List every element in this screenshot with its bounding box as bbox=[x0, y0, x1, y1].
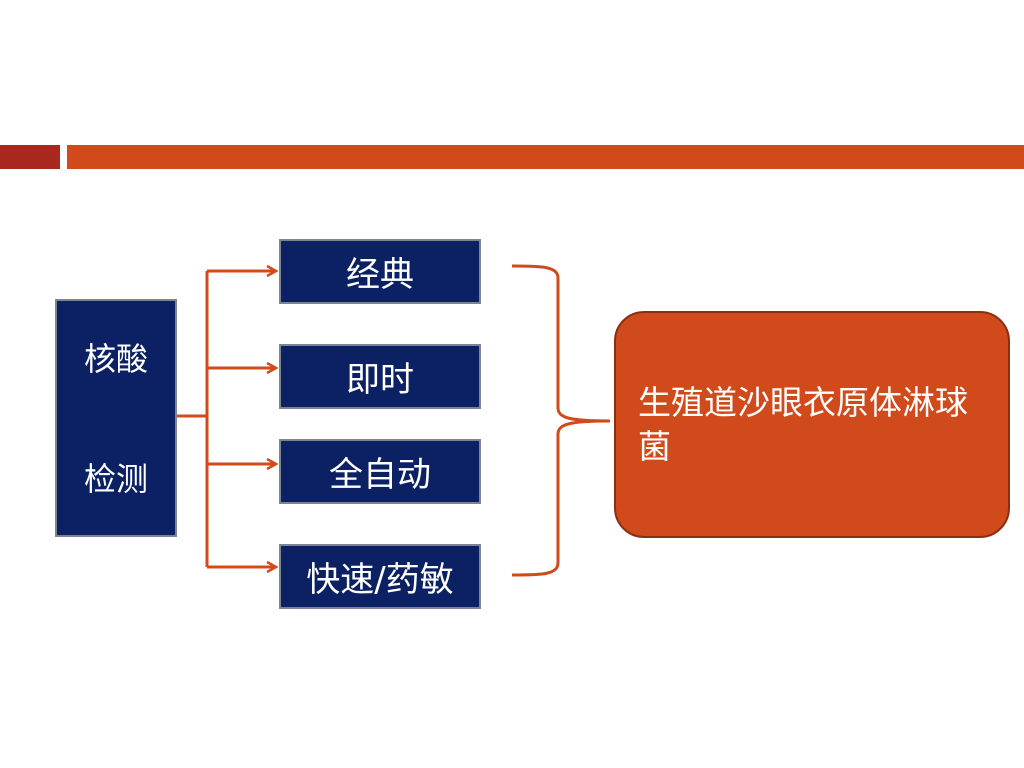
target-pathogens-label: 生殖道沙眼衣原体淋球菌 bbox=[638, 382, 968, 466]
target-pathogens-box: 生殖道沙眼衣原体淋球菌 bbox=[614, 311, 1010, 538]
type-box-classic: 经典 bbox=[279, 239, 481, 304]
type-box-point-of-care: 即时 bbox=[279, 344, 481, 409]
type-box-automated: 全自动 bbox=[279, 439, 481, 504]
type-box-rapid-susceptibility: 快速/药敏 bbox=[279, 544, 481, 609]
source-label-line-1: 核酸 bbox=[83, 340, 148, 378]
header-bar-left bbox=[0, 145, 60, 169]
header-bar-right bbox=[67, 145, 1024, 169]
nucleic-acid-test-box: 核酸 检测 bbox=[55, 299, 177, 537]
right-brace bbox=[511, 264, 611, 577]
source-label-line-2: 检测 bbox=[83, 460, 148, 498]
